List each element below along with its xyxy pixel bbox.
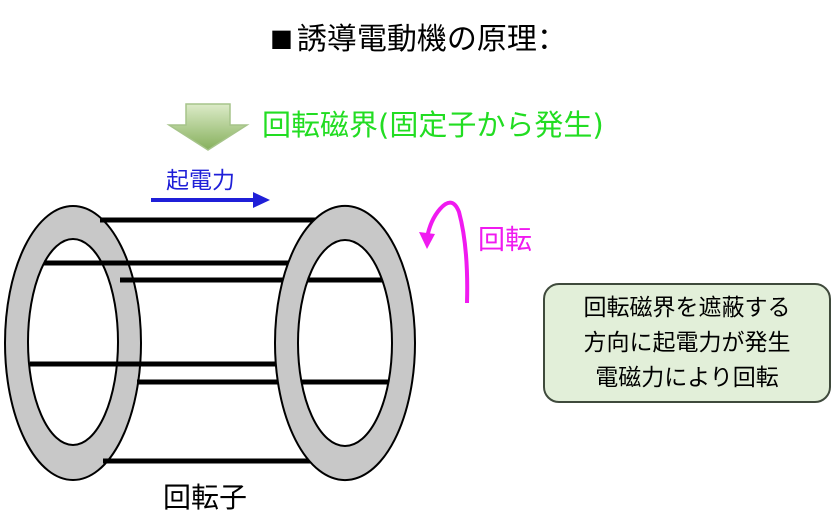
right-end-ring	[273, 205, 417, 481]
callout-line: 回転磁界を遮蔽する	[583, 295, 791, 321]
rotor-conductor-bars	[30, 217, 403, 464]
rotating-field-label: 回転磁界(固定子から発生)	[262, 108, 604, 142]
diagram-title: ■誘導電動機の原理：	[0, 14, 837, 58]
callout-line: 電磁力により回転	[595, 365, 779, 391]
rotor-label: 回転子	[163, 481, 248, 514]
explanation-callout: 回転磁界を遮蔽する 方向に起電力が発生 電磁力により回転	[543, 283, 831, 403]
down-arrow-icon	[166, 103, 250, 151]
callout-line: 方向に起電力が発生	[583, 330, 791, 356]
rotation-label: 回転	[478, 225, 532, 256]
title-square-marker: ■	[270, 24, 293, 52]
right-arrow-icon	[151, 192, 270, 208]
title-text: 誘導電動機の原理：	[296, 22, 567, 57]
emf-label: 起電力	[166, 168, 235, 194]
left-end-ring	[3, 205, 143, 481]
curved-arrow-icon	[419, 200, 470, 304]
